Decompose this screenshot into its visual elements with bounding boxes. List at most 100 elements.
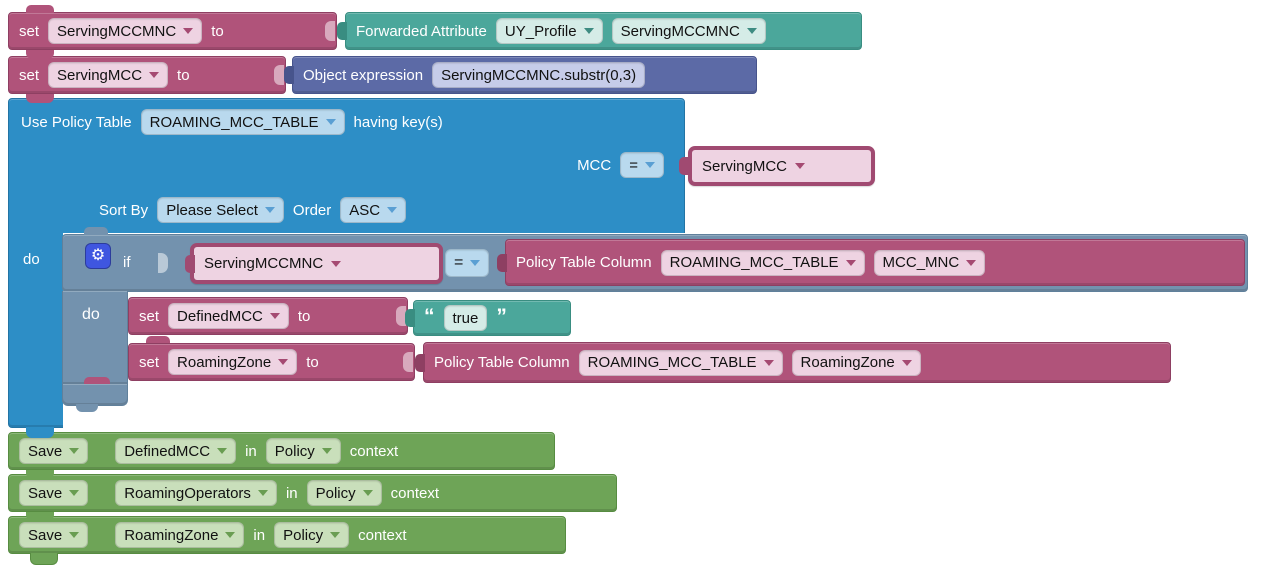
block-set-servingmcc[interactable]: set ServingMCC to [8, 56, 286, 94]
table-dropdown[interactable]: ROAMING_MCC_TABLE [140, 109, 345, 135]
policy-table-column-label: Policy Table Column [434, 354, 570, 371]
dropdown-arrow-icon [362, 490, 373, 496]
connector-bump [26, 470, 54, 479]
context-dropdown[interactable]: Policy [265, 438, 341, 464]
table-dropdown[interactable]: ROAMING_MCC_TABLE [578, 349, 783, 376]
value-socket [396, 306, 406, 326]
dropdown-arrow-icon [257, 490, 268, 496]
in-keyword: in [285, 484, 298, 502]
attribute-dropdown[interactable]: ServingMCCMNC [611, 18, 766, 44]
save-label: Save [28, 442, 63, 460]
column-dropdown[interactable]: RoamingZone [791, 349, 921, 376]
string-input[interactable]: true [443, 305, 488, 331]
connector-bump [84, 227, 108, 235]
block-policy-table-column-mccmnc[interactable]: Policy Table Column ROAMING_MCC_TABLE MC… [497, 239, 1245, 286]
variable-dropdown[interactable]: ServingMCC [48, 62, 169, 88]
context-dropdown[interactable]: Policy [306, 480, 382, 506]
sort-row: Sort By Please Select Order ASC [99, 195, 407, 225]
dropdown-arrow-icon [387, 207, 398, 213]
save-action-dropdown[interactable]: Save [19, 438, 89, 464]
context-dropdown[interactable]: Policy [274, 522, 350, 548]
connector-bump [30, 553, 58, 565]
object-expression-label: Object expression [303, 66, 424, 84]
block-save-roamingzone[interactable]: Save RoamingZone in Policy context [8, 516, 566, 554]
to-keyword: to [306, 353, 319, 371]
context-keyword: context [390, 484, 440, 502]
dropdown-arrow-icon [470, 260, 481, 266]
variable-dropdown[interactable]: RoamingZone [168, 349, 298, 375]
block-object-expression[interactable]: Object expression ServingMCCMNC.substr(0… [284, 56, 757, 94]
dropdown-arrow-icon [795, 163, 806, 169]
connector-bump [146, 336, 170, 344]
set-keyword: set [139, 307, 160, 325]
if-block-spine[interactable] [62, 291, 128, 385]
dropdown-arrow-icon [966, 259, 977, 266]
context-name: Policy [274, 442, 315, 460]
connector-bump [26, 94, 54, 103]
use-policy-table-label: Use Policy Table [21, 113, 132, 131]
column-dropdown[interactable]: MCC_MNC [873, 249, 986, 276]
block-policy-table-column-roamingzone[interactable]: Policy Table Column ROAMING_MCC_TABLE Ro… [415, 342, 1171, 383]
profile-dropdown[interactable]: UY_Profile [495, 18, 603, 44]
set-keyword: set [139, 353, 160, 371]
block-set-definedmcc[interactable]: set DefinedMCC to [128, 297, 408, 335]
table-dropdown[interactable]: ROAMING_MCC_TABLE [660, 249, 865, 276]
expression-input[interactable]: ServingMCCMNC.substr(0,3) [432, 62, 646, 88]
having-keys-label: having key(s) [353, 113, 443, 131]
operator-text: = [454, 254, 464, 271]
close-quote: ” [496, 304, 507, 328]
block-forwarded-attribute[interactable]: Forwarded Attribute UY_Profile ServingMC… [337, 12, 862, 50]
variable-dropdown[interactable]: DefinedMCC [168, 303, 289, 329]
gear-icon[interactable]: ⚙ [85, 243, 111, 269]
column-name: MCC_MNC [882, 254, 960, 271]
block-string-true[interactable]: “ true ” [405, 300, 571, 336]
block-variable-servingmcc[interactable]: ServingMCC [679, 146, 875, 186]
dropdown-arrow-icon [69, 532, 80, 538]
save-action-dropdown[interactable]: Save [19, 480, 89, 506]
do-label: do [82, 306, 100, 323]
value-socket [274, 65, 284, 85]
order-dropdown[interactable]: ASC [340, 197, 407, 223]
block-set-roamingzone[interactable]: set RoamingZone to [128, 343, 415, 381]
block-variable-servingmccmnc[interactable]: ServingMCCMNC [185, 243, 443, 284]
dropdown-arrow-icon [217, 448, 228, 454]
variable-name: ServingMCC [57, 66, 143, 84]
variable-name: ServingMCCMNC [57, 22, 177, 40]
dropdown-arrow-icon [325, 119, 336, 125]
forwarded-attribute-label: Forwarded Attribute [356, 22, 487, 40]
if-label: if [123, 254, 131, 271]
dropdown-arrow-icon [763, 359, 774, 366]
dropdown-arrow-icon [269, 313, 280, 319]
variable-name: DefinedMCC [177, 307, 263, 325]
to-keyword: to [211, 22, 224, 40]
connector-bump [26, 5, 54, 13]
key-operator-dropdown[interactable]: = [620, 152, 664, 178]
variable-name: ServingMCC [702, 157, 788, 175]
variable-dropdown[interactable]: DefinedMCC [115, 438, 237, 464]
dropdown-arrow-icon [331, 260, 342, 267]
block-save-roamingoperators[interactable]: Save RoamingOperators in Policy context [8, 474, 617, 512]
save-action-dropdown[interactable]: Save [19, 522, 89, 548]
block-set-servingmccmnc[interactable]: set ServingMCCMNC to [8, 12, 337, 50]
policy-table-header: Use Policy Table ROAMING_MCC_TABLE havin… [21, 107, 443, 137]
string-text: true [452, 309, 479, 327]
save-label: Save [28, 526, 63, 544]
left-connector-tab [497, 253, 507, 272]
variable-name: RoamingZone [177, 353, 272, 371]
connector-bump [26, 512, 54, 521]
dropdown-arrow-icon [225, 532, 236, 538]
policy-table-column-label: Policy Table Column [516, 254, 652, 271]
variable-dropdown[interactable]: RoamingOperators [115, 480, 277, 506]
variable-name: RoamingZone [124, 526, 219, 544]
block-save-definedmcc[interactable]: Save DefinedMCC in Policy context [8, 432, 555, 470]
open-quote: “ [424, 304, 435, 328]
dropdown-arrow-icon [583, 28, 594, 34]
expression-text: ServingMCCMNC.substr(0,3) [441, 66, 637, 84]
variable-dropdown[interactable]: RoamingZone [115, 522, 245, 548]
variable-name: RoamingOperators [124, 484, 251, 502]
sort-by-dropdown[interactable]: Please Select [157, 197, 284, 223]
variable-dropdown[interactable]: ServingMCCMNC [48, 18, 203, 44]
column-name: RoamingZone [800, 354, 895, 371]
compare-operator-dropdown[interactable]: = [445, 249, 490, 277]
table-name: ROAMING_MCC_TABLE [669, 254, 839, 271]
